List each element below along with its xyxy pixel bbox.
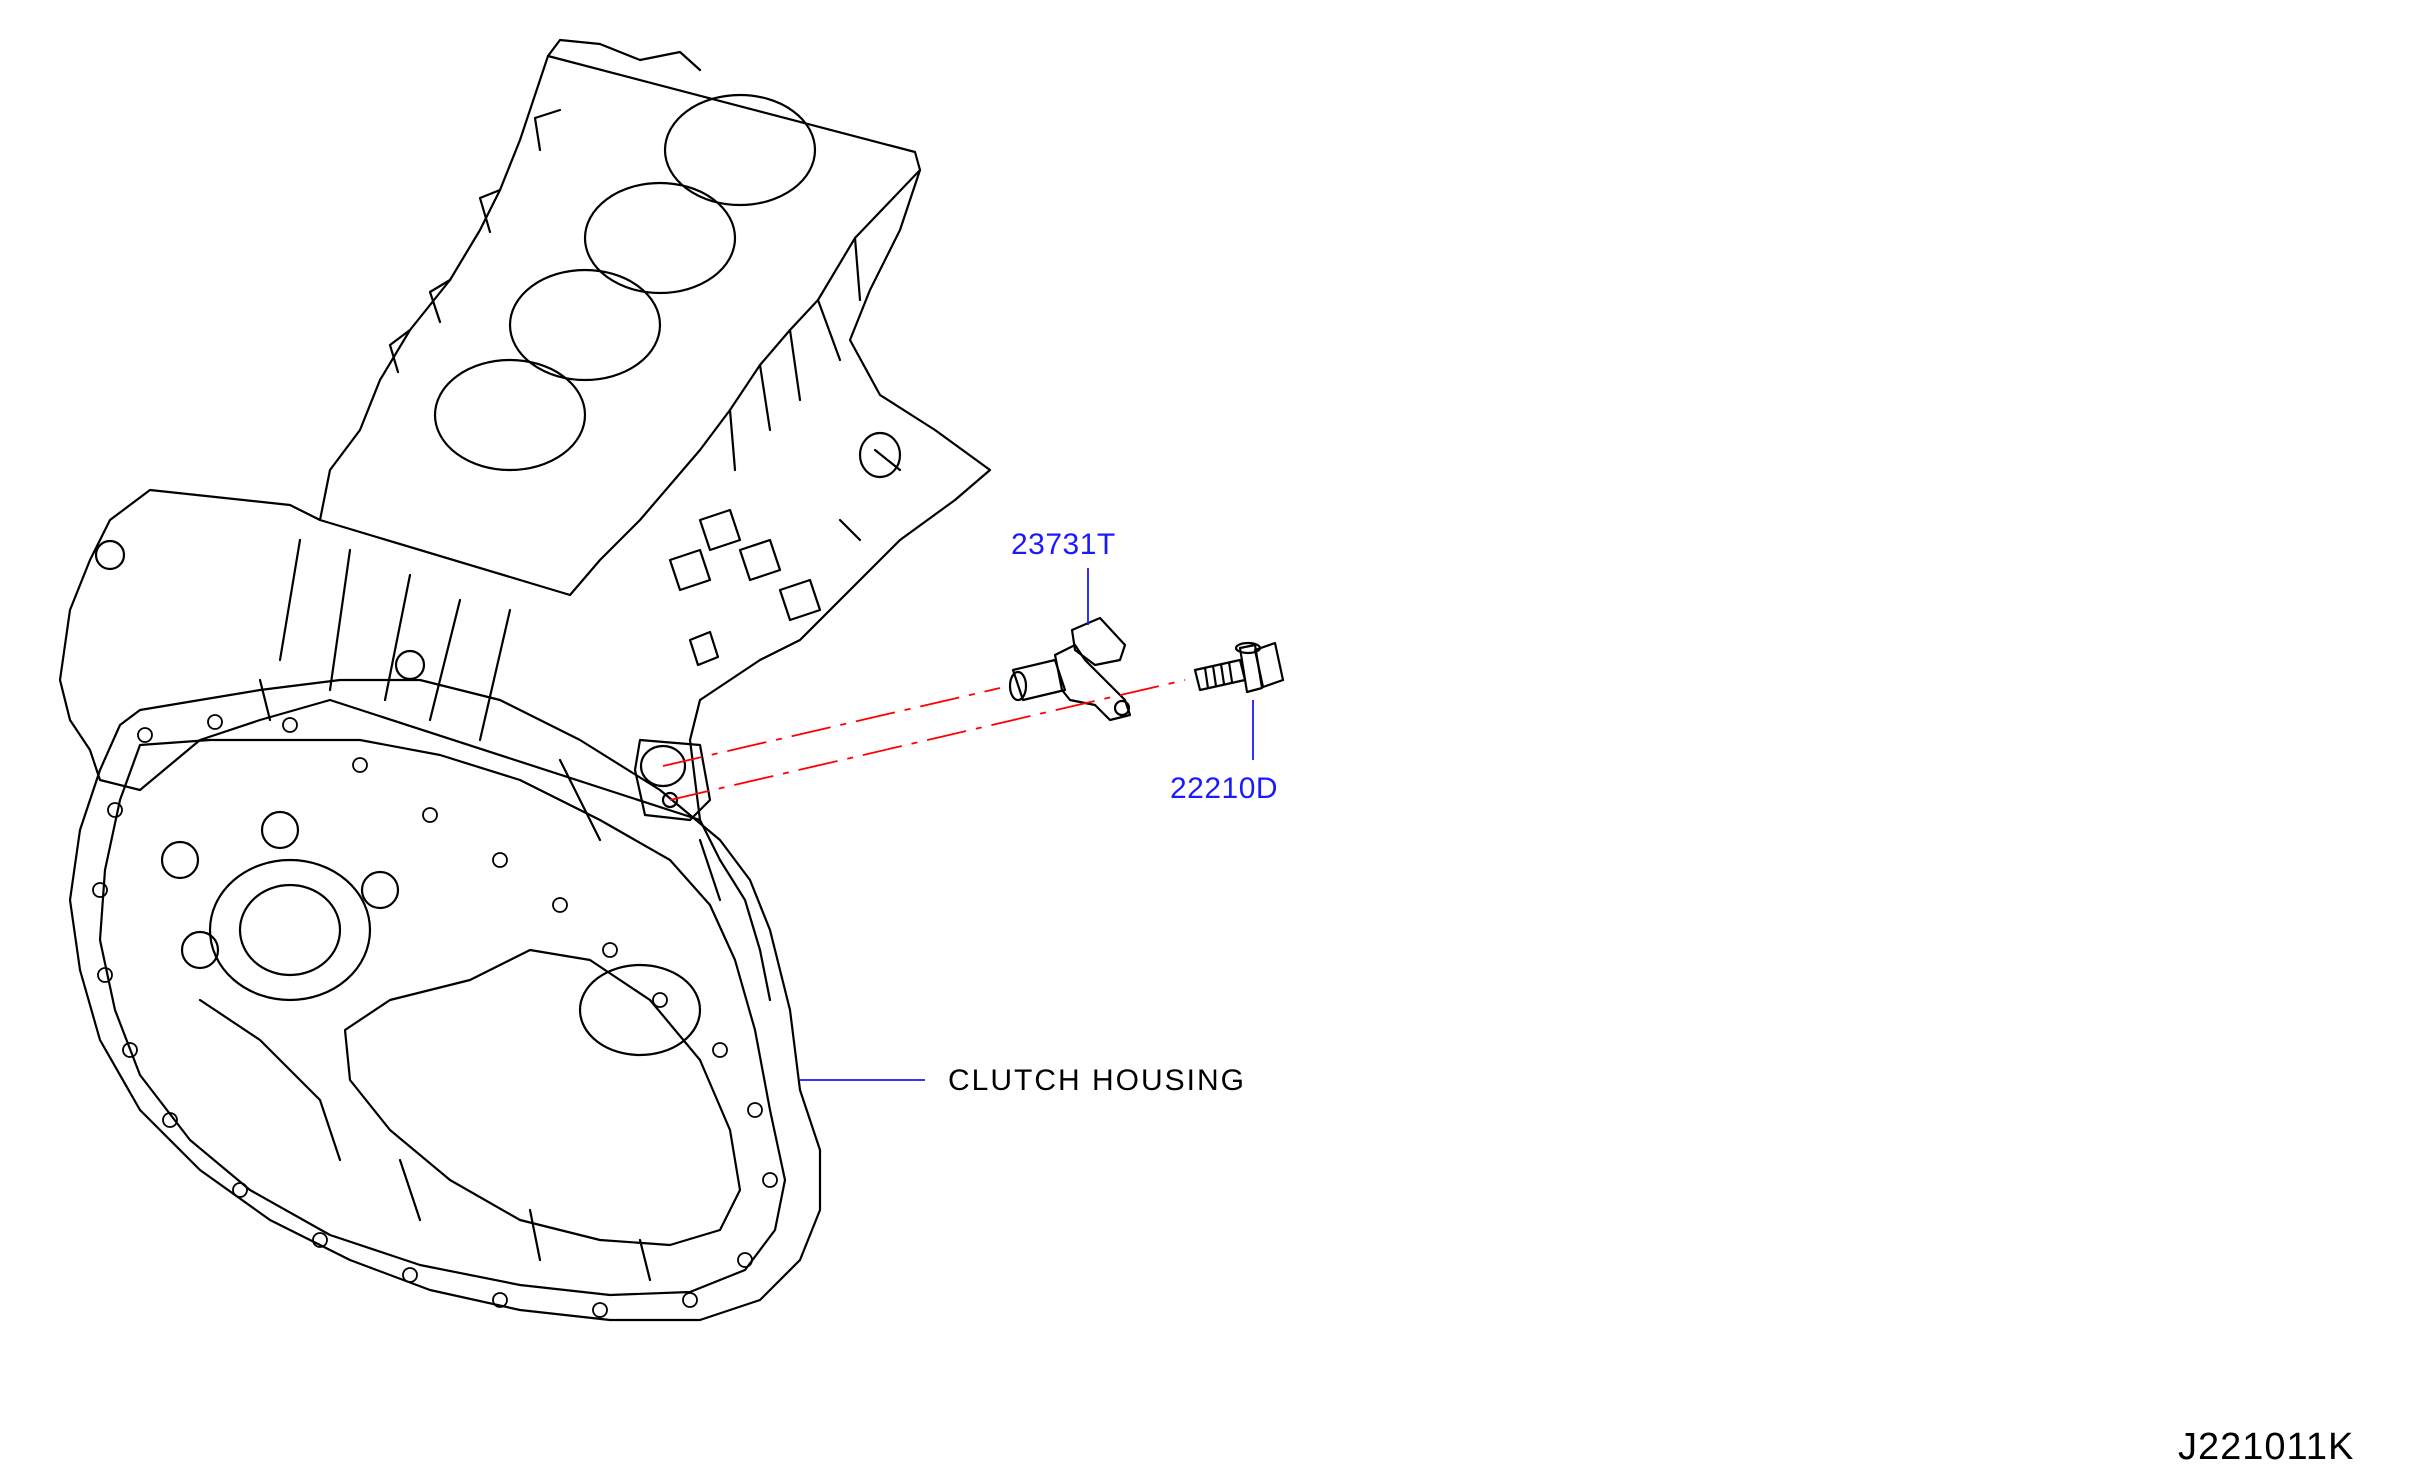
head-bosses bbox=[388, 38, 702, 374]
input-shaft-inner bbox=[238, 883, 342, 977]
bolt-head bbox=[1253, 641, 1285, 689]
sensor-head bbox=[1053, 643, 1132, 722]
sensor-mount-pad bbox=[633, 738, 712, 822]
leader-lines bbox=[800, 568, 1254, 1081]
clutch-housing-label: CLUTCH HOUSING bbox=[948, 1064, 1247, 1097]
mount-hole-1 bbox=[160, 840, 200, 880]
bolt-flange bbox=[1238, 643, 1264, 694]
crankcase bbox=[58, 488, 332, 792]
centerline-sensor bbox=[662, 687, 1001, 767]
input-shaft-outer bbox=[208, 858, 372, 1002]
sensor-mount-bolt-hole bbox=[661, 791, 679, 809]
mount-hole-3 bbox=[360, 870, 400, 910]
side-pipes bbox=[668, 508, 822, 667]
bolt-part-22210D bbox=[1193, 641, 1285, 694]
sensor-mount-boss bbox=[639, 744, 687, 788]
block-right-ribs bbox=[728, 236, 902, 542]
sensor-bracket-hole bbox=[1113, 699, 1131, 717]
bolt-head-top bbox=[1234, 641, 1262, 655]
part-number-sensor[interactable]: 23731T bbox=[1011, 528, 1116, 561]
clutch-housing-outline bbox=[68, 678, 822, 1322]
cylinder-bore-4 bbox=[433, 358, 587, 472]
crankcase-boss-top bbox=[394, 649, 426, 681]
diagram-reference-code: J221011K bbox=[2178, 1426, 2355, 1468]
clutch-bell-inner bbox=[343, 948, 742, 1247]
engine-block-drawing bbox=[58, 38, 992, 1322]
cylinder-head-deck bbox=[318, 54, 922, 597]
cylinder-bore-1 bbox=[663, 93, 817, 207]
crankcase-ribs bbox=[258, 538, 702, 822]
sensor-body bbox=[1011, 658, 1067, 702]
crankcase-boss-left bbox=[94, 539, 126, 571]
assembly-centerlines bbox=[662, 679, 1186, 801]
cylinder-bore-2 bbox=[583, 181, 737, 295]
centerline-bolt bbox=[669, 679, 1186, 801]
clutch-housing-flange bbox=[98, 738, 787, 1297]
block-right-side bbox=[688, 168, 992, 1002]
bell-ribs bbox=[198, 758, 722, 1282]
mount-hole-2 bbox=[260, 810, 300, 850]
clutch-bell-opening bbox=[578, 963, 702, 1057]
side-boss bbox=[858, 431, 902, 479]
sensor-connector bbox=[1070, 616, 1127, 667]
part-number-bolt[interactable]: 22210D bbox=[1170, 772, 1279, 805]
bolt-thread bbox=[1203, 661, 1234, 689]
sensor-part-23731T bbox=[1008, 616, 1132, 722]
mount-hole-4 bbox=[180, 930, 220, 970]
flange-bolt-holes bbox=[92, 714, 778, 1318]
sensor-tip bbox=[1008, 670, 1028, 702]
cylinder-bore-3 bbox=[508, 268, 662, 382]
